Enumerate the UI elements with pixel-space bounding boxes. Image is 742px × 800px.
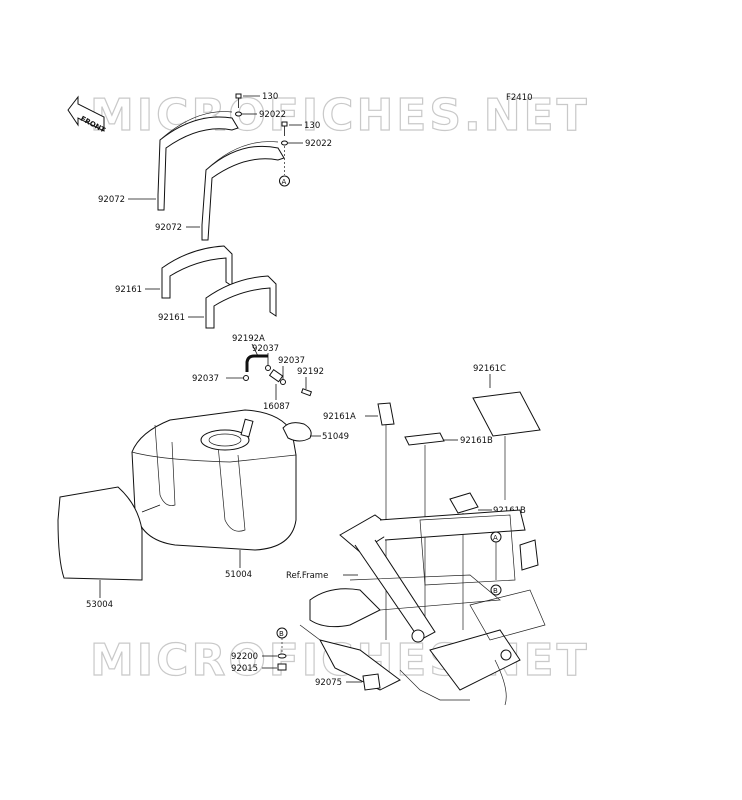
label-51049: 51049 [322,432,349,442]
label-51004: 51004 [225,570,252,580]
pad-92161b-lower [449,492,479,514]
label-92022-lower: 92022 [305,139,332,149]
label-92037-top: 92037 [252,344,279,354]
ref-frame-label: Ref.Frame [286,571,328,581]
bolt-130-lower [281,121,288,136]
pad-92161b-upper [404,432,445,446]
label-130-lower: 130 [304,121,320,131]
hose-92192a [245,354,268,372]
label-92192: 92192 [297,367,324,377]
label-92161b-upper: 92161B [460,436,493,446]
damper-92075 [362,673,381,691]
callout-a-frame-label: A [493,534,498,542]
vehicle-frame [299,509,546,706]
bolt-130-upper [235,93,242,108]
label-92022-upper: 92022 [259,110,286,120]
label-92072-right: 92072 [155,223,182,233]
pad-92161a [377,402,395,426]
label-16087: 16087 [263,402,290,412]
clamp-92037-mid [280,379,286,385]
clamp-92037-top [265,365,271,371]
hose-92192 [300,388,313,397]
pad-92161c [472,391,541,437]
clamp-92037-left [243,375,249,381]
label-92037-left: 92037 [192,374,219,384]
callout-a-top-label: A [282,178,287,186]
label-92161a: 92161A [323,412,356,422]
washer-92022-upper [235,111,242,117]
label-92072-left: 92072 [98,195,125,205]
label-130-upper: 130 [262,92,278,102]
tank-band-92072-right [201,141,285,241]
label-92161-left: 92161 [115,285,142,295]
washer-92200 [277,653,287,659]
label-92192a: 92192A [232,334,265,344]
callout-a-top [279,175,290,187]
nut-92015 [277,663,287,671]
label-92015: 92015 [231,664,258,674]
callout-b-frame-label: B [493,587,498,595]
label-92161c: 92161C [473,364,506,374]
fuel-tank-51004 [131,409,297,551]
pad-92161-right [205,275,277,329]
figure-code: F2410 [506,93,533,103]
callout-b-bottom-label: B [279,630,284,638]
washer-92022-lower [281,140,288,146]
cover-53004 [57,486,143,581]
label-92200: 92200 [231,652,258,662]
fuel-cap-51049 [282,422,312,442]
label-92037-mid: 92037 [278,356,305,366]
fitting-16087 [268,368,284,383]
tank-band-92072-left [157,111,239,211]
label-92161-right: 92161 [158,313,185,323]
label-92075: 92075 [315,678,342,688]
callout-b-frame [490,584,502,596]
label-53004: 53004 [86,600,113,610]
